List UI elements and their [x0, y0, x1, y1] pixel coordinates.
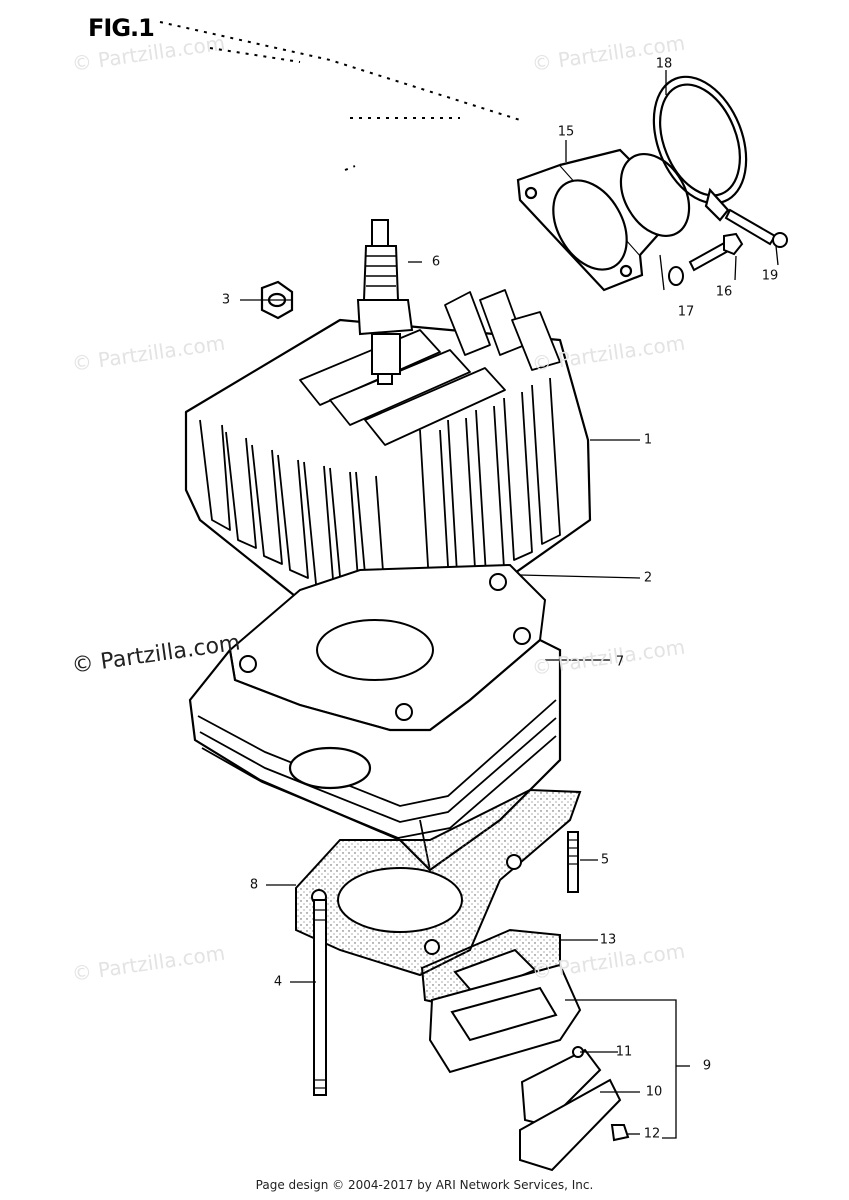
callout-6: 6 [431, 254, 441, 270]
scan-noise [159, 21, 521, 171]
part-stud-short [567, 831, 579, 893]
callout-9: 9 [702, 1058, 712, 1074]
part-base-gasket [295, 788, 582, 977]
callout-16: 16 [715, 284, 733, 300]
leader-lines [240, 70, 779, 1139]
callout-17: 17 [677, 304, 695, 320]
part-hose-clamp [652, 75, 748, 222]
page-footer: Page design © 2004-2017 by ARI Network S… [255, 1178, 594, 1192]
callout-3: 3 [221, 292, 231, 308]
part-cylinder-head [184, 289, 592, 642]
figure-label: FIG.1 [88, 14, 155, 42]
callout-7: 7 [615, 654, 625, 670]
part-spark-plug [356, 219, 414, 385]
part-clamp-screw [724, 208, 788, 248]
callout-2: 2 [643, 570, 653, 586]
callout-12: 12 [643, 1126, 661, 1142]
callout-11: 11 [615, 1044, 633, 1060]
part-stud-long [313, 899, 327, 1096]
part-bolt [688, 232, 744, 272]
callout-1: 1 [643, 432, 653, 448]
callout-10: 10 [645, 1084, 663, 1100]
callout-5: 5 [600, 852, 610, 868]
callout-13: 13 [599, 932, 617, 948]
callout-4: 4 [273, 974, 283, 990]
part-lock-washer [668, 266, 684, 286]
part-cylinder [188, 638, 562, 872]
callout-18: 18 [655, 56, 673, 72]
part-head-gasket [228, 563, 547, 731]
part-reed-valve-assembly [428, 963, 630, 1172]
callout-19: 19 [761, 268, 779, 284]
callout-15: 15 [557, 124, 575, 140]
part-intake-pipe [516, 148, 691, 292]
callout-8: 8 [249, 877, 259, 893]
